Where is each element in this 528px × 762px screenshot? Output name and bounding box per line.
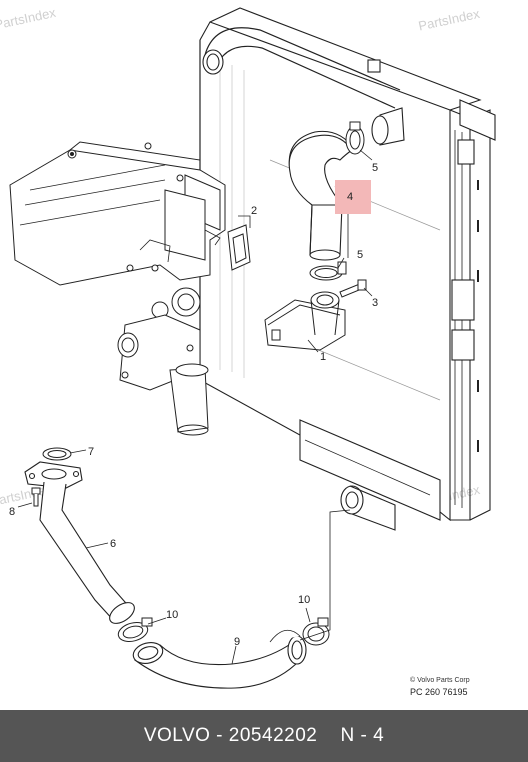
footer-brand: VOLVO	[143, 725, 211, 746]
footer-spacer	[317, 725, 340, 747]
callout-2[interactable]: 2	[251, 205, 257, 217]
gasket-part-2	[227, 224, 251, 271]
callout-10-right[interactable]: 10	[298, 594, 310, 606]
watermark-top-right: PartsIndex	[417, 6, 481, 34]
seal-ring-part-7	[42, 447, 72, 461]
callout-8[interactable]: 8	[9, 506, 15, 518]
callout-1[interactable]: 1	[320, 351, 326, 363]
hose-part-9	[132, 629, 307, 689]
footer-part-number: 20542202	[228, 725, 318, 746]
leader-7	[69, 449, 87, 454]
leader-9	[231, 645, 237, 665]
callout-9[interactable]: 9	[234, 636, 240, 648]
leader-10-right	[305, 607, 311, 623]
clamp-part-10-right	[302, 617, 330, 646]
clamp-part-10-left	[117, 617, 153, 643]
copyright-text: © Volvo Parts Corp	[410, 676, 470, 684]
callout-7[interactable]: 7	[88, 446, 94, 458]
callout-5-upper[interactable]: 5	[372, 162, 378, 174]
leader-3	[363, 287, 373, 297]
clamp-part-5-upper	[345, 121, 365, 155]
leader-5-lower	[337, 257, 345, 269]
footer-position: N - 4	[340, 725, 385, 746]
leader-1	[307, 339, 319, 353]
leader-lines	[17, 149, 373, 665]
leader-10-left	[147, 617, 167, 625]
callout-5-lower[interactable]: 5	[357, 249, 363, 261]
footer-separator: -	[210, 725, 229, 746]
callout-4[interactable]: 4	[347, 191, 353, 203]
parts-diagram: PartsIndex PartsIndex PartsIndex PartsIn…	[0, 5, 496, 697]
pipe-part-6	[24, 461, 135, 624]
leader-2	[238, 215, 251, 228]
callout-10-left[interactable]: 10	[166, 609, 178, 621]
part-info-footer: VOLVO - 20542202 N - 4	[0, 710, 528, 762]
leader-5-upper	[359, 149, 373, 161]
engine-block	[9, 141, 226, 436]
highlight-box-part-4	[335, 180, 371, 214]
hose-part-4	[288, 130, 357, 261]
clamp-part-5-lower	[309, 261, 347, 281]
radiator	[199, 7, 496, 531]
callout-3[interactable]: 3	[372, 297, 378, 309]
screw-part-8	[31, 487, 41, 507]
housing-part-1	[264, 291, 346, 351]
leader-8	[17, 502, 33, 508]
reference-code: PC 260 76195	[410, 687, 468, 697]
watermark-top-left: PartsIndex	[0, 5, 58, 33]
callout-6[interactable]: 6	[110, 538, 116, 550]
pipe-connection-line	[299, 509, 351, 641]
leader-6	[85, 542, 109, 549]
